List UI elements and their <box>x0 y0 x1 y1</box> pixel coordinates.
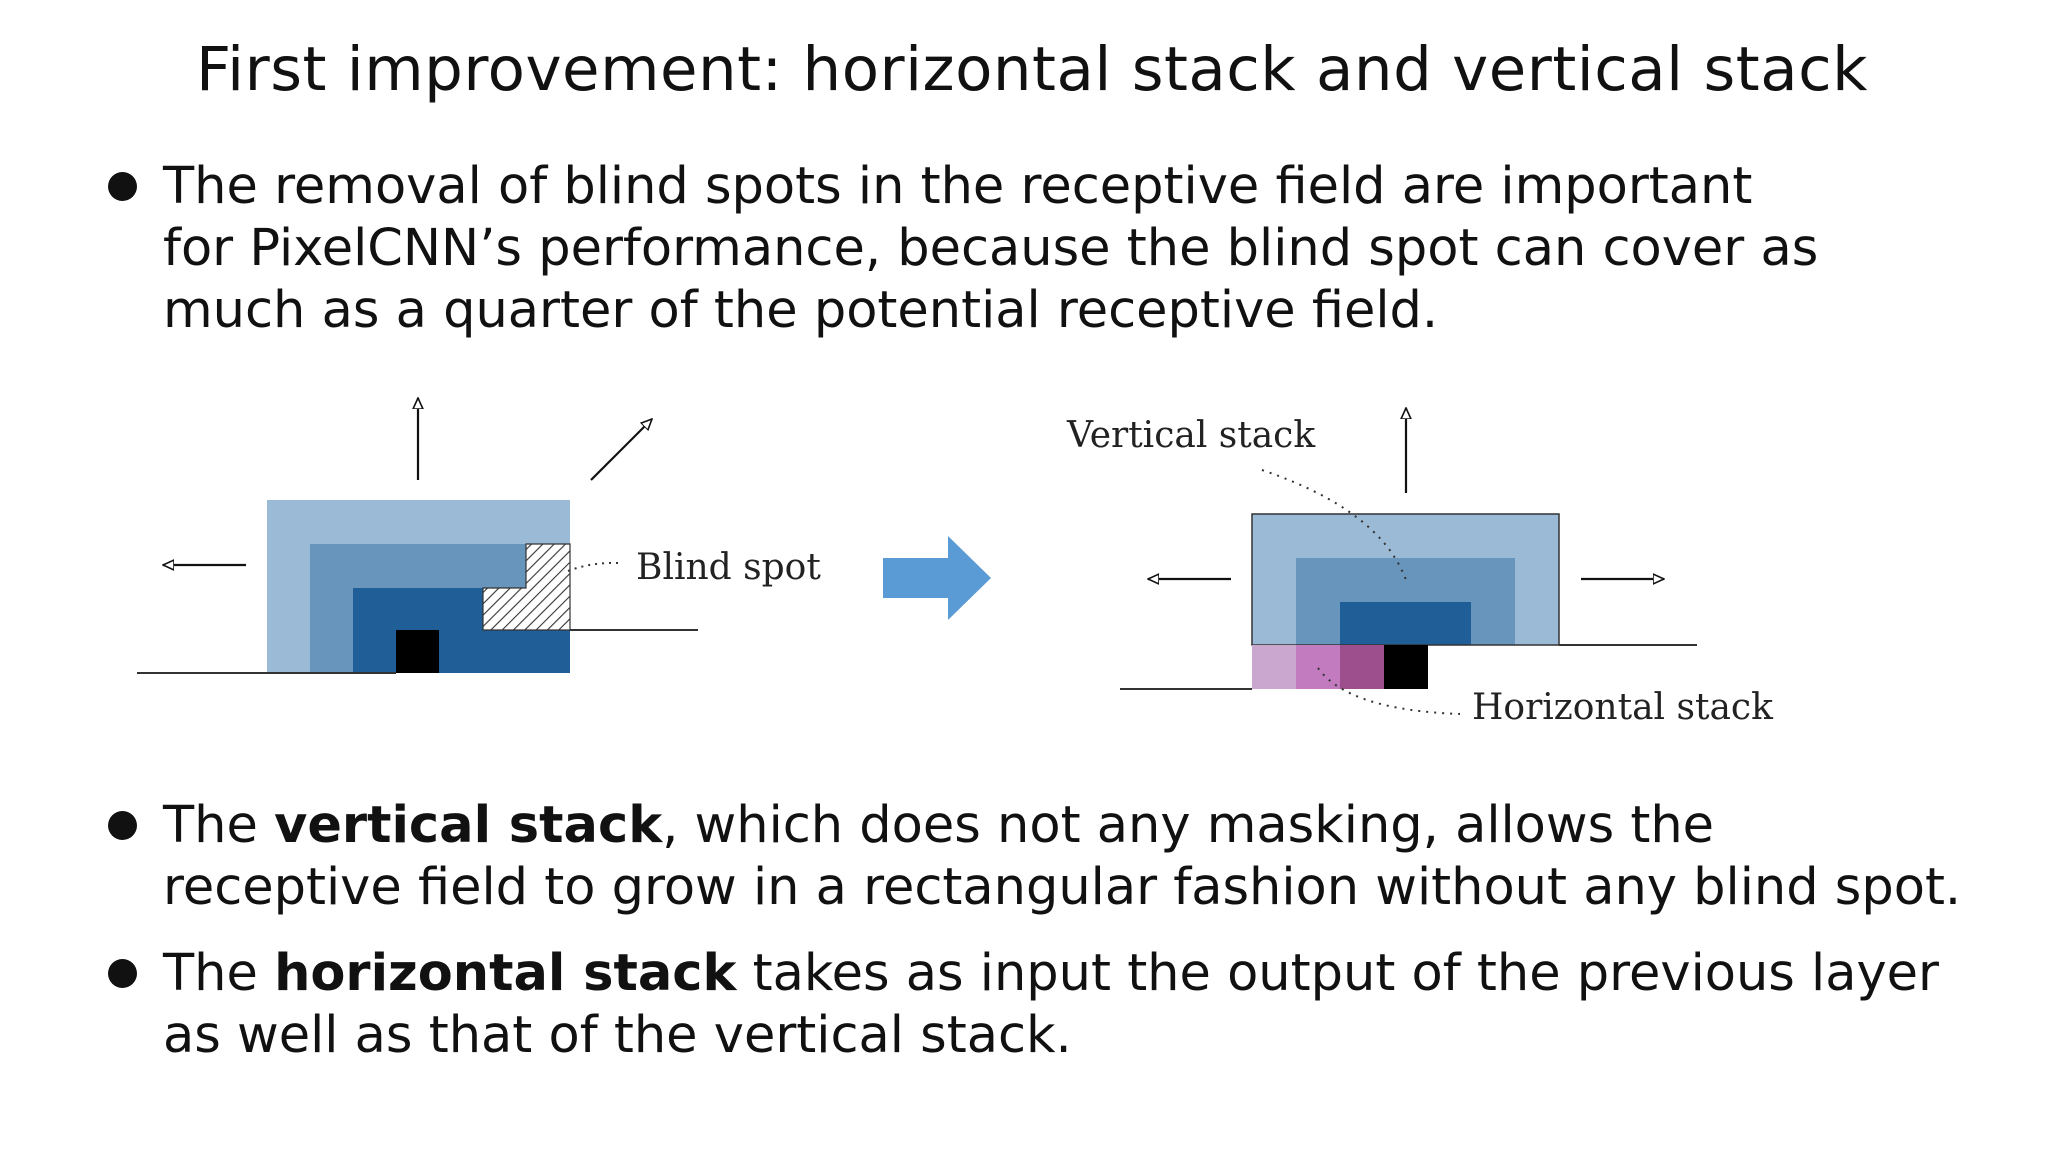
vertical-stack-pointer <box>1261 469 1407 581</box>
current-pixel <box>1384 645 1428 689</box>
bullet-line: The vertical stack, which does not any m… <box>163 795 1961 857</box>
bullet-line: The horizontal stack takes as input the … <box>163 943 1939 1005</box>
bullet-line: receptive field to grow in a rectangular… <box>163 858 1962 917</box>
vertical-stack-inner <box>1340 602 1471 645</box>
blind-spot-pointer <box>567 561 619 572</box>
bullet-dot-icon <box>108 959 137 988</box>
bullet-dot-icon <box>108 172 137 201</box>
bullet-line: as well as that of the vertical stack. <box>163 1006 1072 1065</box>
horizontal-stack-cell-3 <box>1340 645 1384 689</box>
bullet-emphasis: horizontal stack <box>274 944 737 1003</box>
horizontal-stack-cell-2 <box>1296 645 1340 689</box>
slide-title: First improvement: horizontal stack and … <box>196 34 1868 105</box>
horizontal-stack-cell-1 <box>1252 645 1296 689</box>
horizontal-stack-pointer <box>1317 667 1461 715</box>
bullet-text: , which does not any masking, allows the <box>662 796 1715 855</box>
blind-spot-region <box>482 543 571 631</box>
bullet-line: for PixelCNN’s performance, because the … <box>163 219 1819 278</box>
bullet-emphasis: vertical stack <box>274 796 663 855</box>
bullet-dot-icon <box>108 811 137 840</box>
stacks-figure: Vertical stack Horizontal stack <box>1066 408 1774 728</box>
bullet-horizontal-stack: The horizontal stack takes as input the … <box>108 943 1939 1067</box>
bullet-blind-spot: The removal of blind spots in the recept… <box>108 156 1818 342</box>
bullet-line: much as a quarter of the potential recep… <box>163 281 1439 340</box>
blind-spot-figure: Blind spot <box>137 398 821 674</box>
vertical-stack-label: Vertical stack <box>1066 415 1316 456</box>
arrow-diagonal-icon <box>590 419 652 481</box>
bullet-text: takes as input the output of the previou… <box>736 944 1940 1003</box>
bullet-line: The removal of blind spots in the recept… <box>163 157 1753 216</box>
current-pixel <box>396 630 439 673</box>
transition-arrow-icon <box>883 536 991 620</box>
bullet-text: The <box>163 796 275 855</box>
blind-spot-label: Blind spot <box>636 547 821 588</box>
bullet-vertical-stack: The vertical stack, which does not any m… <box>108 795 1961 919</box>
horizontal-stack-label: Horizontal stack <box>1472 687 1774 728</box>
bullet-text: The <box>163 944 275 1003</box>
